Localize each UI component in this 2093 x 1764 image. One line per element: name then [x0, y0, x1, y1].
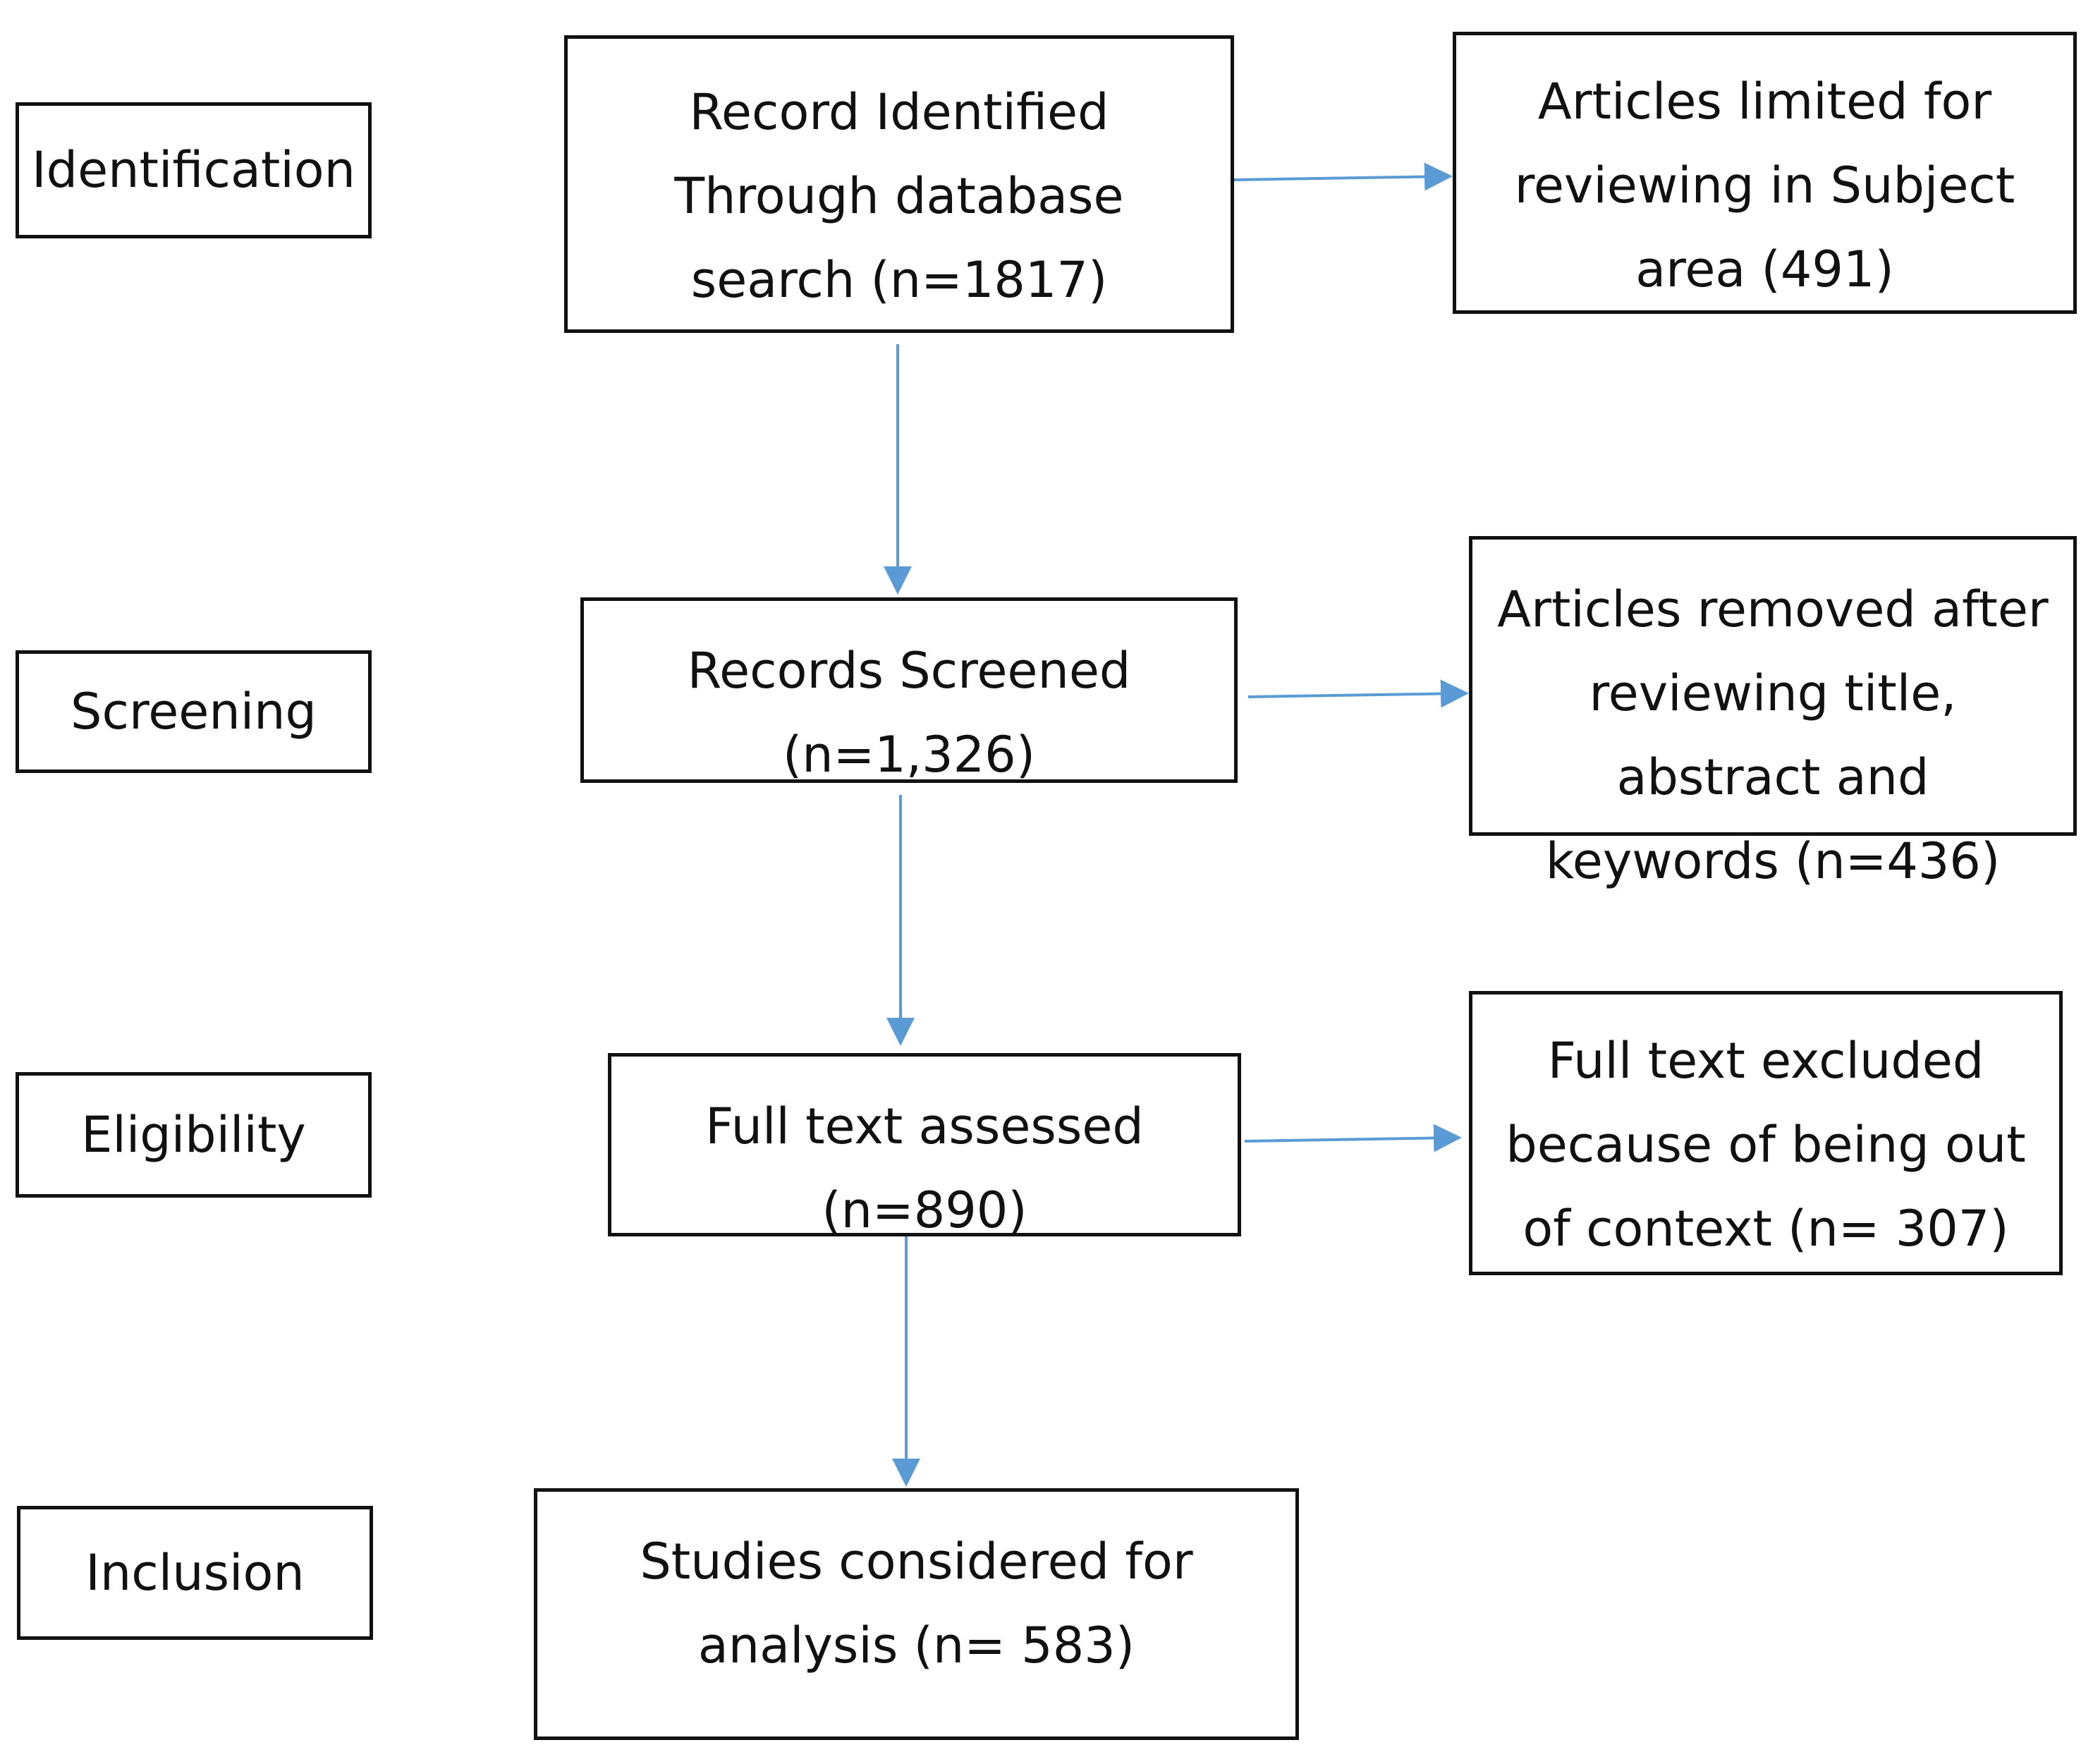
box-records-screened: Records Screened (n=1,326) — [580, 597, 1238, 784]
studies-considered-text: Studies considered for analysis (n= 583) — [640, 1533, 1193, 1674]
record-identified-text: Record Identified Through database searc… — [674, 83, 1124, 309]
box-articles-removed: Articles removed after reviewing title, … — [1469, 536, 2077, 890]
box-full-text-excluded: Full text excluded because of being out … — [1469, 991, 2063, 1275]
box-full-text-assessed: Full text assessed (n=890) — [608, 1053, 1241, 1239]
articles-limited-text: Articles limited for reviewing in Subjec… — [1514, 73, 2015, 298]
records-screened-text: Records Screened (n=1,326) — [687, 642, 1131, 784]
arrow-identified-to-limited — [1233, 162, 1453, 191]
stage-label-eligibility: Eligibility — [81, 1105, 306, 1164]
stage-eligibility: Eligibility — [16, 1072, 372, 1198]
box-studies-considered: Studies considered for analysis (n= 583) — [534, 1488, 1299, 1740]
arrow-assessed-to-excluded — [1244, 1124, 1462, 1152]
stage-inclusion: Inclusion — [17, 1506, 373, 1640]
stage-screening: Screening — [16, 650, 372, 773]
stage-label-screening: Screening — [71, 682, 317, 741]
full-text-assessed-text: Full text assessed (n=890) — [705, 1097, 1144, 1239]
stage-identification: Identification — [16, 102, 372, 238]
stage-label-inclusion: Inclusion — [85, 1543, 305, 1602]
box-articles-limited: Articles limited for reviewing in Subjec… — [1453, 32, 2077, 314]
articles-removed-text: Articles removed after reviewing title, … — [1497, 580, 2049, 890]
stage-label-identification: Identification — [32, 141, 355, 199]
box-record-identified: Record Identified Through database searc… — [564, 35, 1234, 333]
full-text-excluded-text: Full text excluded because of being out … — [1506, 1032, 2026, 1258]
arrow-screened-to-removed — [1247, 679, 1469, 708]
